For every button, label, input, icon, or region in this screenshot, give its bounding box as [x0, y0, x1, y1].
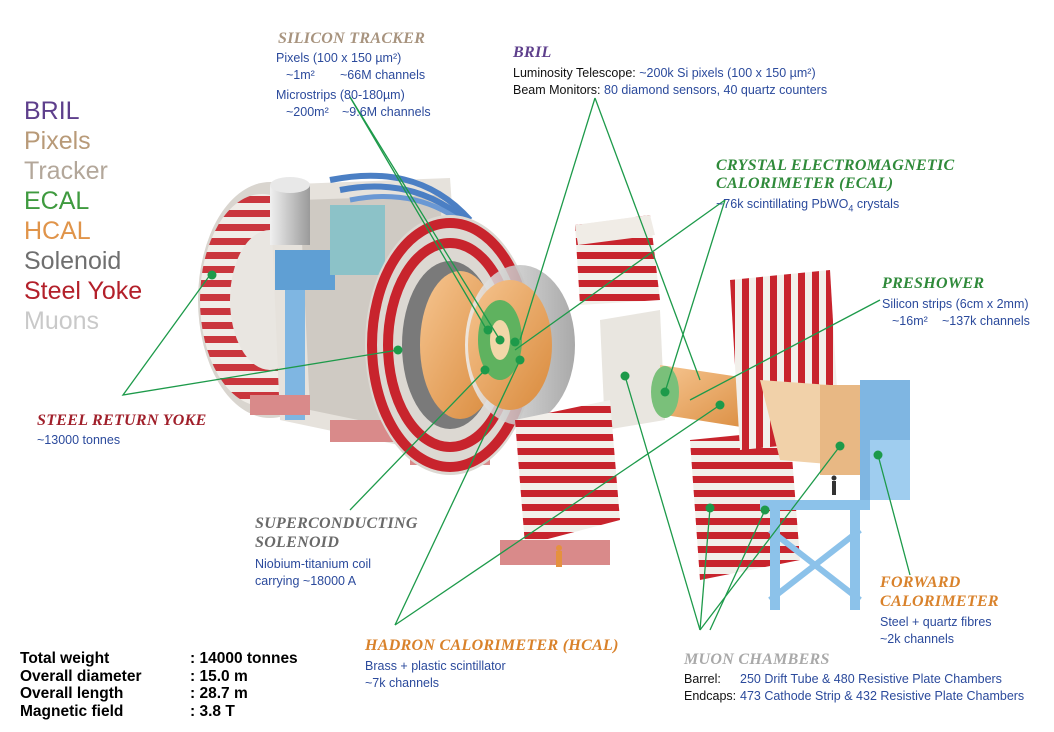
legend-item-tracker: Tracker: [24, 157, 108, 185]
stat-key: Magnetic field: [20, 702, 124, 720]
solenoid-coil: Niobium-titanium coil: [255, 557, 372, 571]
bril-luminosity-value: ~200k Si pixels (100 x 150 µm²): [639, 66, 816, 80]
stat-row: Overall length : 28.7 m: [20, 685, 298, 703]
preshower-strips: Silicon strips (6cm x 2mm): [882, 297, 1029, 311]
ecal-description: ~76k scintillating PbWO4 crystals: [716, 196, 899, 218]
stat-key: Total weight: [20, 650, 110, 667]
bril-beam-monitors: Beam Monitors: 80 diamond sensors, 40 qu…: [513, 82, 827, 99]
legend-item-pixels: Pixels: [24, 127, 91, 155]
bril-beam-monitors-label: Beam Monitors:: [513, 83, 605, 97]
hcal-material: Brass + plastic scintillator: [365, 659, 506, 673]
silicon-tracker-pixels-area: ~1m²: [286, 68, 315, 82]
stat-row: Total weight : 14000 tonnes: [20, 650, 298, 668]
steel-yoke-title: STEEL RETURN YOKE: [37, 412, 207, 429]
silicon-tracker-microstrips-area: ~200m²: [286, 105, 329, 119]
ecal-title-line2: CALORIMETER (ECAL): [716, 175, 894, 192]
stat-value: : 15.0 m: [190, 667, 248, 685]
endcap-slices: [500, 215, 665, 565]
leader-dots: [207, 270, 883, 515]
detector-stats: Total weight : 14000 tonnes Overall diame…: [20, 650, 298, 720]
solenoid-title-line2: SOLENOID: [255, 534, 340, 551]
solenoid-current: carrying ~18000 A: [255, 574, 357, 588]
ecal-desc-post: crystals: [853, 197, 900, 211]
forward-cal-material: Steel + quartz fibres: [880, 615, 992, 629]
bril-luminosity-label: Luminosity Telescope:: [513, 66, 640, 80]
legend-item-hcal: HCAL: [24, 217, 91, 245]
legend-item-bril: BRIL: [24, 97, 80, 125]
silicon-tracker-microstrips-channels: ~9.6M channels: [342, 105, 431, 119]
stat-value: : 28.7 m: [190, 685, 248, 702]
leader-lines: [121, 96, 911, 631]
scaffold: [760, 440, 910, 610]
bril-beam-monitors-value: 80 diamond sensors, 40 quartz counters: [604, 83, 828, 97]
muon-endcap-value: 473 Cathode Strip & 432 Resistive Plate …: [740, 689, 1025, 703]
scale-figure-icon: [831, 475, 837, 495]
preshower-area: ~16m²: [892, 314, 928, 328]
scale-figure-icon: [556, 545, 562, 567]
ecal-title-line1: CRYSTAL ELECTROMAGNETIC: [716, 157, 955, 174]
bril-luminosity: Luminosity Telescope: ~200k Si pixels (1…: [513, 65, 816, 82]
forward-cal-channels: ~2k channels: [880, 632, 955, 646]
stat-key: Overall length: [20, 685, 124, 702]
bril-title: BRIL: [513, 44, 552, 61]
ecal-desc-pre: ~76k scintillating PbWO: [716, 197, 849, 211]
muon-barrel-label: Barrel:: [684, 672, 721, 686]
legend-item-ecal: ECAL: [24, 187, 90, 215]
stat-row: Magnetic field : 3.8 T: [20, 703, 298, 721]
forward-cal-title-line2: CALORIMETER: [880, 593, 999, 610]
preshower-title: PRESHOWER: [882, 275, 985, 292]
legend-item-steel-yoke: Steel Yoke: [24, 277, 143, 305]
muon-barrel-value: 250 Drift Tube & 480 Resistive Plate Cha…: [740, 672, 1002, 686]
muon-title: MUON CHAMBERS: [684, 651, 830, 668]
silicon-tracker-pixels: Pixels (100 x 150 µm²): [276, 51, 402, 65]
ecal-desc-sub: 4: [848, 203, 854, 214]
steel-yoke-weight: ~13000 tonnes: [37, 433, 121, 447]
hcal-title: HADRON CALORIMETER (HCAL): [365, 637, 619, 654]
stat-key: Overall diameter: [20, 667, 142, 685]
silicon-tracker-title: SILICON TRACKER: [278, 30, 426, 47]
silicon-tracker-pixels-channels: ~66M channels: [340, 68, 426, 82]
stat-row: Overall diameter : 15.0 m: [20, 668, 298, 686]
barrel-wheel: [365, 215, 575, 475]
stat-value: : 3.8 T: [190, 702, 235, 720]
solenoid-title-line1: SUPERCONDUCTING: [255, 515, 418, 532]
preshower-channels: ~137k channels: [942, 314, 1030, 328]
muon-endcap-label: Endcaps:: [684, 689, 737, 703]
stat-value: : 14000 tonnes: [190, 650, 298, 667]
hcal-channels: ~7k channels: [365, 676, 440, 690]
legend-item-muons: Muons: [24, 307, 100, 335]
forward-cal-title-line1: FORWARD: [880, 574, 961, 591]
legend-item-solenoid: Solenoid: [24, 247, 122, 275]
silicon-tracker-microstrips: Microstrips (80-180µm): [276, 88, 405, 102]
